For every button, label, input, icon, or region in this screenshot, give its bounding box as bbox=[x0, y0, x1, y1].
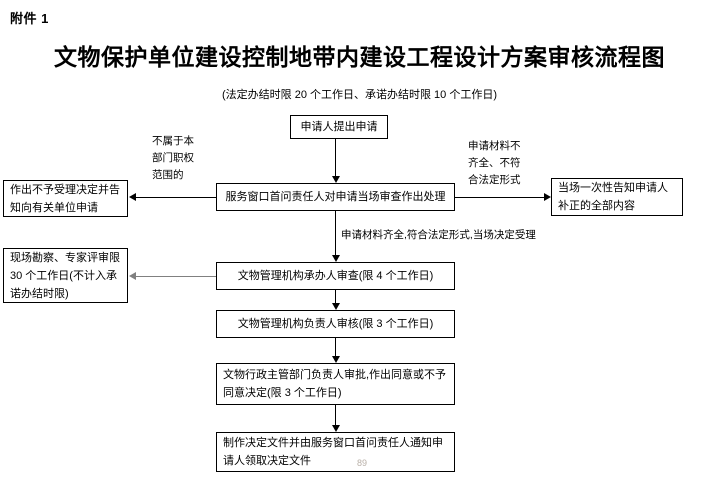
connector-window-to-officer bbox=[335, 211, 336, 255]
arrow-down-icon bbox=[332, 176, 340, 183]
edge-label-incomplete-materials: 申请材料不 齐全、不符 合法定形式 bbox=[468, 140, 521, 186]
arrow-left-icon bbox=[129, 272, 136, 280]
connector-department-to-issue bbox=[335, 405, 336, 425]
node-label: 文物行政主管部门负责人审批,作出同意或不予同意决定(限 3 个工作日) bbox=[223, 369, 447, 399]
node-label: 制作决定文件并由服务窗口首问责任人通知申请人领取决定文件 bbox=[223, 437, 443, 467]
node-label: 服务窗口首问责任人对申请当场审查作出处理 bbox=[225, 191, 446, 203]
node-reject-and-refer: 作出不予受理决定并告知向有关单位申请 bbox=[3, 180, 128, 217]
arrow-down-icon bbox=[332, 303, 340, 310]
arrow-down-icon bbox=[332, 255, 340, 262]
node-label: 文物管理机构承办人审查(限 4 个工作日) bbox=[237, 270, 434, 282]
node-agency-officer-review: 文物管理机构承办人审查(限 4 个工作日) bbox=[216, 262, 455, 290]
node-issue-decision-document: 制作决定文件并由服务窗口首问责任人通知申请人领取决定文件 bbox=[216, 432, 455, 472]
page-number: 89 bbox=[357, 458, 368, 468]
document-subtitle: (法定办结时限 20 个工作日、承诺办结时限 10 个工作日) bbox=[221, 89, 498, 101]
node-one-time-correction-notice: 当场一次性告知申请人补正的全部内容 bbox=[551, 178, 683, 216]
connector-officer-to-head bbox=[335, 290, 336, 303]
node-label: 申请人提出申请 bbox=[300, 121, 378, 133]
edge-label-out-of-scope: 不属于本 部门职权 范围的 bbox=[152, 135, 194, 181]
edge-label-materials-complete: 申请材料齐全,符合法定形式,当场决定受理 bbox=[341, 229, 536, 241]
connector-head-to-department bbox=[335, 338, 336, 356]
arrow-left-icon bbox=[129, 193, 136, 201]
connector-officer-to-survey bbox=[136, 276, 216, 277]
node-label: 当场一次性告知申请人补正的全部内容 bbox=[558, 182, 668, 212]
connector-window-to-reject bbox=[136, 197, 216, 198]
attachment-label: 附件 1 bbox=[10, 11, 49, 26]
node-agency-head-review: 文物管理机构负责人审核(限 3 个工作日) bbox=[216, 310, 455, 338]
node-department-head-approval: 文物行政主管部门负责人审批,作出同意或不予同意决定(限 3 个工作日) bbox=[216, 363, 455, 405]
node-applicant-submits: 申请人提出申请 bbox=[290, 115, 388, 139]
node-site-survey-expert-review: 现场勘察、专家评审限 30 个工作日(不计入承诺办结时限) bbox=[3, 248, 128, 303]
node-label: 作出不予受理决定并告知向有关单位申请 bbox=[10, 183, 120, 214]
arrow-down-icon bbox=[332, 425, 340, 432]
node-window-first-contact-review: 服务窗口首问责任人对申请当场审查作出处理 bbox=[216, 183, 455, 211]
arrow-right-icon bbox=[544, 193, 551, 201]
page-title: 文物保护单位建设控制地带内建设工程设计方案审核流程图 bbox=[54, 45, 665, 70]
connector-apply-to-window bbox=[335, 139, 336, 176]
connector-window-to-notice bbox=[455, 197, 544, 198]
node-label: 现场勘察、专家评审限 30 个工作日(不计入承诺办结时限) bbox=[10, 251, 120, 300]
arrow-down-icon bbox=[332, 356, 340, 363]
node-label: 文物管理机构负责人审核(限 3 个工作日) bbox=[237, 318, 434, 330]
